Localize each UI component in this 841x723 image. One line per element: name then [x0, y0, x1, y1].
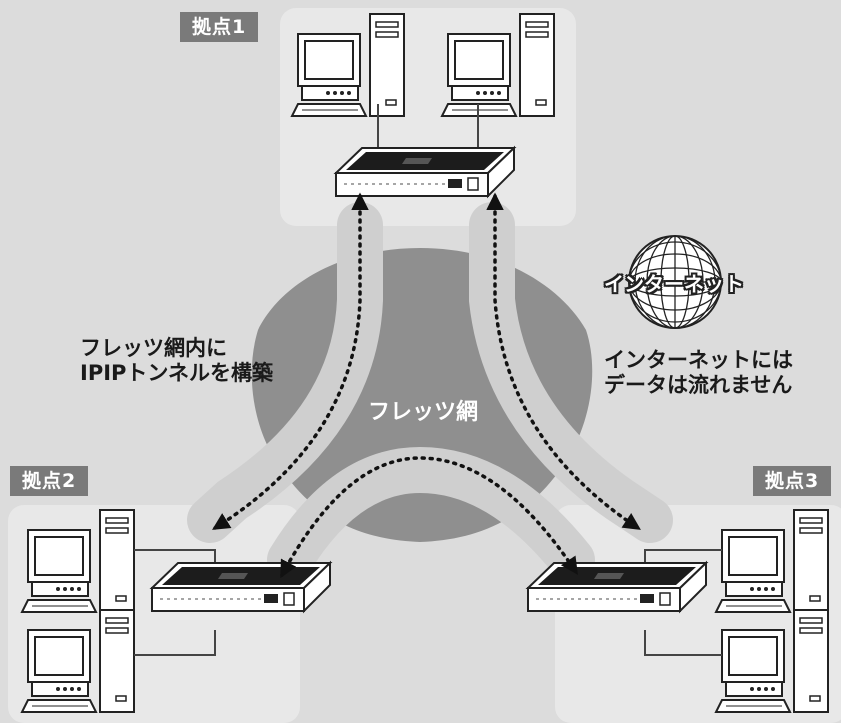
internet-globe	[628, 235, 722, 329]
tunnel-arrow-site1-site2	[212, 192, 369, 530]
site3-router	[527, 562, 707, 612]
flets-network-label: フレッツ網	[368, 400, 479, 425]
site2-router	[151, 562, 331, 612]
tunnel-note-line2: IPIPトンネルを構築	[80, 361, 273, 385]
tunnel-arrows	[212, 192, 641, 579]
internet-note: インターネットには データは流れません	[604, 348, 793, 398]
tunnel-arrow-site1-site3	[486, 192, 641, 530]
site2-label: 拠点2	[10, 466, 89, 496]
internet-note-line1: インターネットには	[604, 348, 793, 372]
site3-label: 拠点3	[753, 466, 832, 496]
internet-note-line2: データは流れません	[604, 373, 793, 397]
tunnel-note-line1: フレッツ網内に	[80, 336, 227, 360]
tunnel-note: フレッツ網内に IPIPトンネルを構築	[80, 336, 273, 386]
site1-label: 拠点1	[180, 12, 259, 42]
site1-router	[335, 147, 515, 197]
tunnel-arrow-site2-site3	[280, 456, 578, 579]
internet-label: インターネット	[604, 272, 744, 296]
